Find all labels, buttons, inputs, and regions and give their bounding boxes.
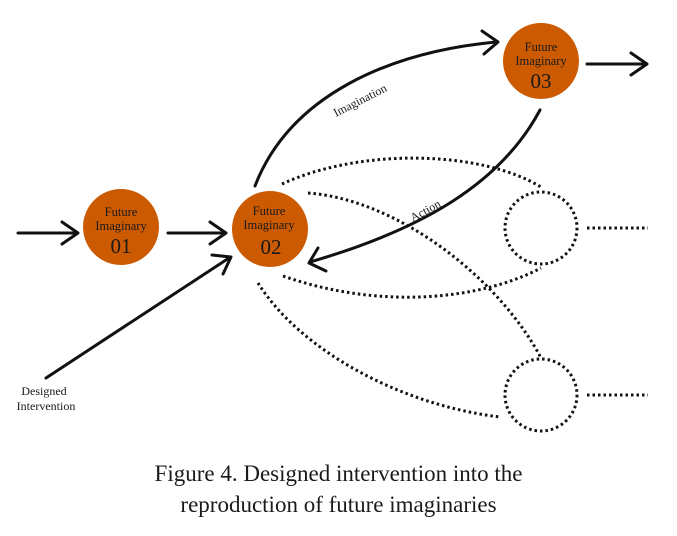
caption-line2: reproduction of future imaginaries: [180, 492, 497, 517]
node-future-imaginary-02: Future Imaginary 02: [232, 191, 308, 267]
designed-intervention-label-line2: Intervention: [17, 399, 76, 413]
node-circle: [503, 23, 579, 99]
node-circle: [232, 191, 308, 267]
arrow-intervention-to-fi02: [44, 253, 233, 380]
node-circle: [83, 189, 159, 265]
node-label-line2: Imaginary: [515, 54, 567, 68]
node-label-line2: Imaginary: [243, 218, 295, 232]
node-future-imaginary-01: Future Imaginary 01: [83, 189, 159, 265]
arrow-into-fi01: [16, 220, 80, 246]
arrow-fi01-to-fi02: [166, 220, 228, 246]
arrow-imagination: [253, 29, 500, 188]
dotted-curve-cross: [307, 191, 543, 359]
dotted-arc-top: [281, 156, 542, 189]
node-label-line1: Future: [253, 204, 286, 218]
dotted-circle-upper: [503, 190, 579, 266]
action-label: Action: [408, 197, 443, 225]
dotted-paths: [256, 156, 648, 433]
dotted-arc-middle: [282, 266, 542, 299]
imagination-label: Imagination: [331, 81, 389, 120]
node-number: 01: [111, 234, 132, 258]
arrow-action: [307, 108, 542, 273]
dotted-circle-lower: [503, 357, 579, 433]
arrow-out-of-fi03: [585, 51, 649, 77]
node-number: 02: [261, 235, 282, 259]
node-label-line2: Imaginary: [95, 219, 147, 233]
designed-intervention-label-line1: Designed: [21, 384, 66, 398]
figure-caption: Figure 4. Designed intervention into the…: [0, 458, 677, 520]
dotted-curve-bottom: [256, 282, 501, 419]
node-label-line1: Future: [525, 40, 558, 54]
node-label-line1: Future: [105, 205, 138, 219]
node-number: 03: [531, 69, 552, 93]
caption-line1: Figure 4. Designed intervention into the: [154, 461, 523, 486]
node-future-imaginary-03: Future Imaginary 03: [503, 23, 579, 99]
